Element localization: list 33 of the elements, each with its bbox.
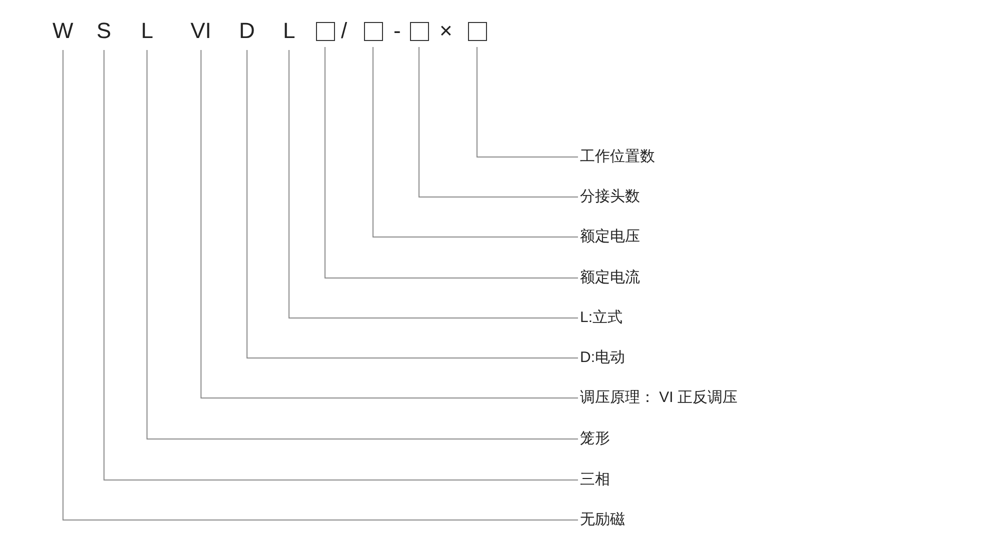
- code-letter: L: [141, 18, 154, 44]
- description-text: D:电动: [580, 348, 625, 368]
- leader-line: [62, 50, 578, 520]
- code-letter: L: [283, 18, 296, 44]
- description-text: 笼形: [580, 429, 610, 449]
- leader-line: [246, 50, 578, 358]
- separator-sign: ×: [440, 18, 452, 44]
- empty-box: [468, 22, 486, 41]
- description-text: 调压原理： VI 正反调压: [580, 388, 738, 408]
- separator-sign: /: [341, 18, 348, 44]
- leader-line: [324, 46, 578, 278]
- leader-line: [418, 46, 578, 198]
- empty-box: [316, 22, 334, 41]
- code-letter: VI: [190, 18, 212, 44]
- description-text: 分接头数: [580, 187, 640, 207]
- description-text: L:立式: [580, 308, 623, 328]
- description-text: 额定电压: [580, 227, 640, 247]
- code-letter: S: [96, 18, 112, 44]
- description-text: 额定电流: [580, 268, 640, 288]
- separator-sign: -: [394, 18, 401, 44]
- empty-box: [410, 22, 428, 41]
- leader-line: [200, 50, 578, 398]
- description-text: 无励磁: [580, 510, 625, 530]
- description-text: 三相: [580, 470, 610, 490]
- leader-line: [146, 50, 578, 440]
- description-text: 工作位置数: [580, 147, 655, 167]
- leader-line: [104, 50, 578, 480]
- leader-line: [476, 46, 578, 158]
- empty-box: [364, 22, 382, 41]
- leader-line: [372, 46, 578, 238]
- leader-line: [288, 50, 578, 318]
- code-letter: D: [239, 18, 255, 44]
- code-letter: W: [52, 18, 74, 44]
